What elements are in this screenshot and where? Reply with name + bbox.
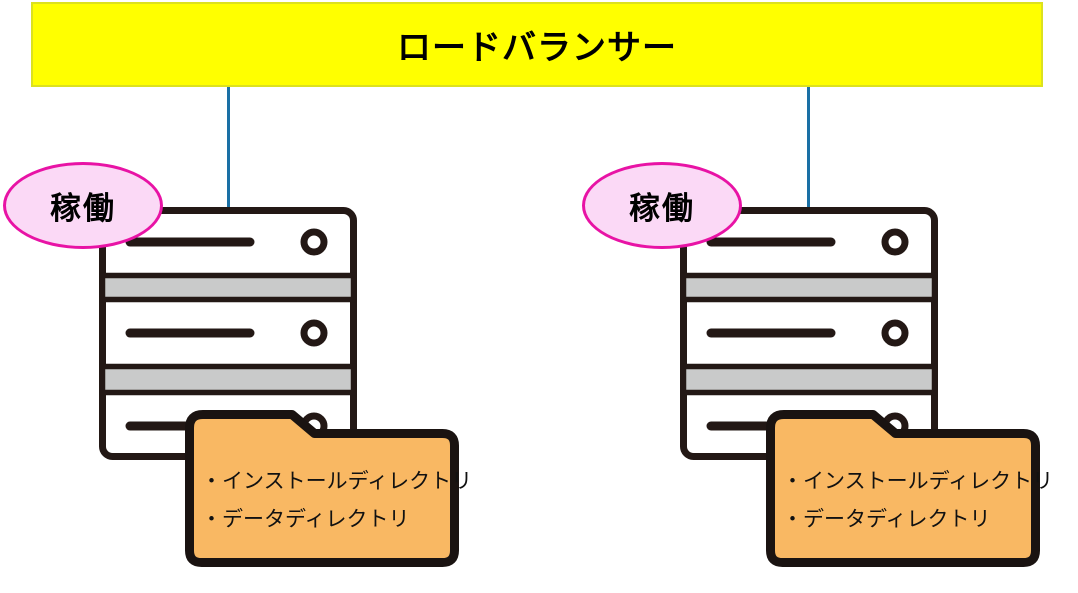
load-balancer-label: ロードバランサー	[397, 28, 677, 68]
server-icon	[680, 207, 938, 460]
status-ellipse: 稼働	[3, 162, 163, 249]
status-label: 稼働	[50, 191, 116, 227]
directory-note-line: ・インストールディレクトリ	[782, 469, 1054, 493]
load-balancer-banner: ロードバランサー	[31, 2, 1043, 87]
connector-line-right	[807, 86, 810, 207]
directory-note-line: ・インストールディレクトリ	[201, 469, 473, 493]
status-label: 稼働	[629, 191, 695, 227]
server-icon	[99, 207, 357, 460]
directory-note-line: ・データディレクトリ	[782, 507, 991, 531]
directory-note-line: ・データディレクトリ	[201, 507, 410, 531]
status-ellipse: 稼働	[582, 162, 742, 249]
folder-icon	[185, 410, 459, 567]
directory-note: ・インストールディレクトリ ・データディレクトリ	[782, 462, 1054, 538]
folder-icon	[766, 410, 1040, 567]
connector-line-left	[227, 86, 230, 207]
directory-note: ・インストールディレクトリ ・データディレクトリ	[201, 462, 473, 538]
